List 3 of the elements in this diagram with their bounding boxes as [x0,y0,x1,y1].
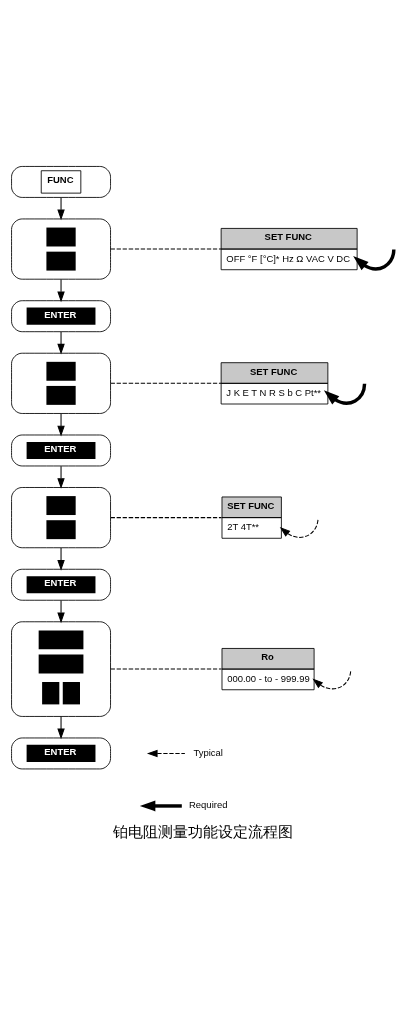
caption: 铂电阻测量功能设定流程图 [113,822,293,840]
legend-label: Required [189,798,228,810]
legend-label: Typical [193,746,223,758]
